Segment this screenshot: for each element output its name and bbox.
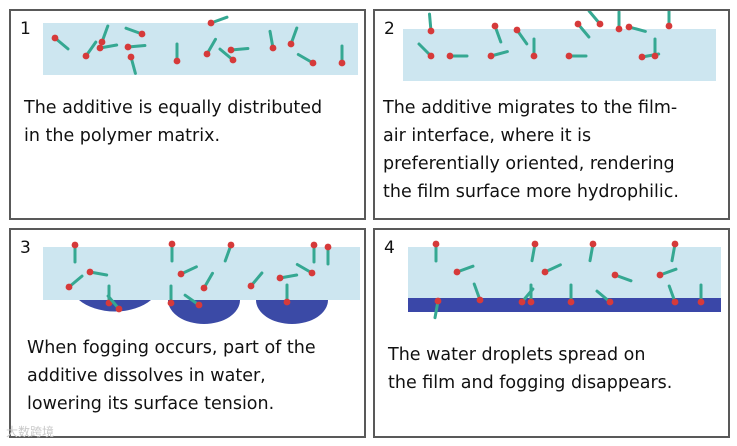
- additive-molecule-icon: [625, 23, 647, 33]
- caption-line: When fogging occurs, part of the: [27, 338, 316, 358]
- panel-number: 3: [20, 238, 31, 258]
- additive-molecule-icon: [530, 240, 539, 263]
- additive-molecule-icon: [177, 265, 198, 278]
- additive-molecule-icon: [183, 293, 203, 309]
- panel-1: 1 The additive is equally distributed in…: [9, 9, 366, 220]
- additive-molecule-icon: [65, 274, 84, 291]
- panel-caption: The water droplets spread on the film an…: [388, 341, 672, 397]
- caption-line: air interface, where it is: [383, 126, 592, 146]
- additive-molecule-icon: [656, 267, 678, 279]
- additive-molecule-icon: [127, 53, 137, 75]
- caption-line: The additive migrates to the film-: [383, 98, 678, 118]
- panel-caption: The additive migrates to the film- air i…: [383, 94, 679, 206]
- water-droplet-icon: [168, 300, 240, 324]
- additive-molecule-icon: [587, 11, 604, 28]
- panel-1-illustration: [43, 15, 358, 75]
- additive-molecule-icon: [124, 43, 147, 51]
- additive-molecule-icon: [487, 50, 509, 60]
- additive-molecule-icon: [595, 289, 614, 306]
- panel-caption: The additive is equally distributed in t…: [24, 94, 322, 150]
- additive-molecule-icon: [82, 40, 98, 60]
- additive-molecule-icon: [276, 273, 299, 282]
- additive-molecule-icon: [665, 11, 673, 30]
- additive-molecule-icon: [295, 263, 316, 277]
- additive-molecule-icon: [223, 241, 235, 263]
- additive-molecule-icon: [71, 241, 79, 264]
- caption-line: the film surface more hydrophilic.: [383, 182, 679, 202]
- panel-3: 3 When fogging occurs, part of the addit…: [9, 228, 366, 438]
- panel-4: 4 The water droplets spread on the film …: [373, 228, 730, 438]
- caption-line: additive dissolves in water,: [27, 366, 266, 386]
- additive-molecule-icon: [651, 37, 659, 60]
- additive-molecule-icon: [611, 271, 633, 283]
- additive-molecule-icon: [227, 46, 250, 54]
- caption-line: The additive is equally distributed: [24, 98, 323, 118]
- caption-line: The water droplets spread on: [388, 345, 646, 365]
- additive-molecule-icon: [567, 283, 575, 306]
- additive-molecule-icon: [453, 264, 475, 276]
- additive-molecule-icon: [296, 53, 317, 67]
- panel-number: 4: [384, 238, 395, 258]
- molecules: [417, 11, 673, 61]
- additive-molecule-icon: [518, 287, 535, 306]
- additive-molecule-icon: [247, 271, 264, 290]
- additive-molecule-icon: [124, 26, 146, 38]
- panel-3-illustration: [43, 240, 360, 324]
- panel-2-illustration: [403, 11, 716, 81]
- panel-4-illustration: [408, 240, 721, 320]
- panel-caption: When fogging occurs, part of the additiv…: [27, 334, 316, 418]
- molecules: [65, 240, 332, 313]
- additive-molecule-icon: [283, 283, 291, 306]
- additive-molecule-icon: [287, 26, 299, 48]
- additive-molecule-icon: [565, 52, 588, 60]
- additive-molecule-icon: [167, 284, 175, 307]
- polymer-film: [43, 23, 358, 75]
- additive-molecule-icon: [207, 15, 229, 27]
- watermark: 大数跨境: [6, 425, 55, 439]
- additive-molecule-icon: [51, 34, 70, 51]
- additive-molecule-icon: [338, 44, 346, 67]
- additive-molecule-icon: [472, 282, 484, 304]
- molecules: [432, 240, 705, 320]
- additive-molecule-icon: [697, 283, 705, 306]
- caption-line: in the polymer matrix.: [24, 126, 221, 146]
- molecules: [51, 15, 346, 75]
- additive-molecule-icon: [491, 22, 503, 44]
- additive-molecule-icon: [200, 271, 214, 292]
- additive-molecule-icon: [86, 268, 109, 277]
- panel-2: 2 The additive migrates to the film- air…: [373, 9, 730, 220]
- additive-molecule-icon: [168, 240, 176, 263]
- additive-molecule-icon: [588, 240, 597, 263]
- additive-molecule-icon: [203, 37, 217, 58]
- additive-molecule-icon: [670, 240, 679, 263]
- spread-water-layer: [408, 298, 721, 312]
- additive-molecule-icon: [432, 240, 440, 263]
- additive-molecule-icon: [417, 42, 435, 60]
- additive-molecule-icon: [427, 12, 435, 35]
- additive-molecule-icon: [173, 42, 181, 65]
- additive-molecule-icon: [324, 243, 332, 266]
- additive-molecule-icon: [530, 37, 538, 60]
- additive-molecule-icon: [310, 241, 318, 264]
- additive-molecule-icon: [106, 294, 123, 313]
- additive-molecule-icon: [433, 297, 442, 320]
- additive-molecule-icon: [446, 52, 469, 60]
- additive-molecule-icon: [218, 47, 237, 64]
- additive-molecule-icon: [268, 29, 277, 52]
- caption-line: preferentially oriented, rendering: [383, 154, 675, 174]
- panel-number: 1: [20, 19, 31, 39]
- water-droplet-icon: [256, 300, 328, 324]
- additive-molecule-icon: [615, 11, 623, 33]
- caption-line: the film and fogging disappears.: [388, 373, 673, 393]
- additive-molecule-icon: [541, 263, 562, 276]
- additive-molecule-icon: [513, 26, 529, 46]
- additive-molecule-icon: [667, 284, 679, 306]
- additive-molecule-icon: [96, 43, 119, 52]
- panel-number: 2: [384, 19, 395, 39]
- additive-molecule-icon: [98, 24, 110, 46]
- additive-molecule-icon: [574, 20, 591, 39]
- caption-line: lowering its surface tension.: [27, 394, 275, 414]
